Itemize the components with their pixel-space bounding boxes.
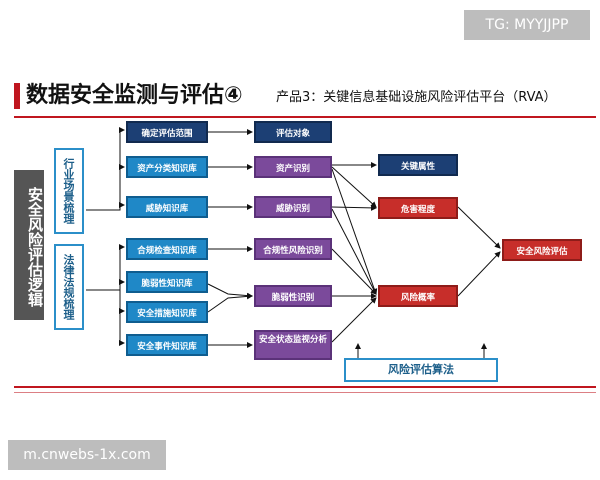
source-laws-regulations: 法律法规梳理 xyxy=(54,244,84,330)
node-security-monitoring: 安全状态监视分析 xyxy=(254,330,332,360)
node-scope: 确定评估范围 xyxy=(126,121,208,143)
node-risk-probability: 风险概率 xyxy=(378,285,458,307)
node-vulnerability-kb: 脆弱性知识库 xyxy=(126,271,208,293)
node-threat-kb: 威胁知识库 xyxy=(126,196,208,218)
logic-label: 安全风险评估逻辑 xyxy=(14,170,44,320)
node-compliance-identification: 合规性风险识别 xyxy=(254,238,332,260)
node-compliance-kb: 合规检查知识库 xyxy=(126,238,208,260)
connector xyxy=(86,127,125,211)
node-vulnerability-identification: 脆弱性识别 xyxy=(254,285,332,307)
node-threat-identification: 威胁识别 xyxy=(254,196,332,218)
bottom-divider-thin xyxy=(14,392,596,393)
node-key-attributes: 关键属性 xyxy=(378,154,458,176)
title-accent-bar xyxy=(14,83,20,109)
node-assessment-target: 评估对象 xyxy=(254,121,332,143)
page-subtitle: 产品3：关键信息基础设施风险评估平台（RVA） xyxy=(276,90,557,105)
watermark-top: TG: MYYJJPP xyxy=(464,10,590,40)
node-asset-identification: 资产识别 xyxy=(254,156,332,178)
node-security-risk-assessment: 安全风险评估 xyxy=(502,239,582,261)
node-security-events-kb: 安全事件知识库 xyxy=(126,334,208,356)
page-title: 数据安全监测与评估④ xyxy=(26,83,243,108)
node-harm-degree: 危害程度 xyxy=(378,197,458,219)
node-security-measures-kb: 安全措施知识库 xyxy=(126,301,208,323)
top-divider xyxy=(14,116,596,118)
watermark-bottom: m.cnwebs-1x.com xyxy=(8,440,166,470)
risk-algorithm-box: 风险评估算法 xyxy=(344,358,498,382)
source-industry-scenarios: 行业场景梳理 xyxy=(54,148,84,234)
node-asset-kb: 资产分类知识库 xyxy=(126,156,208,178)
bottom-divider xyxy=(14,386,596,388)
